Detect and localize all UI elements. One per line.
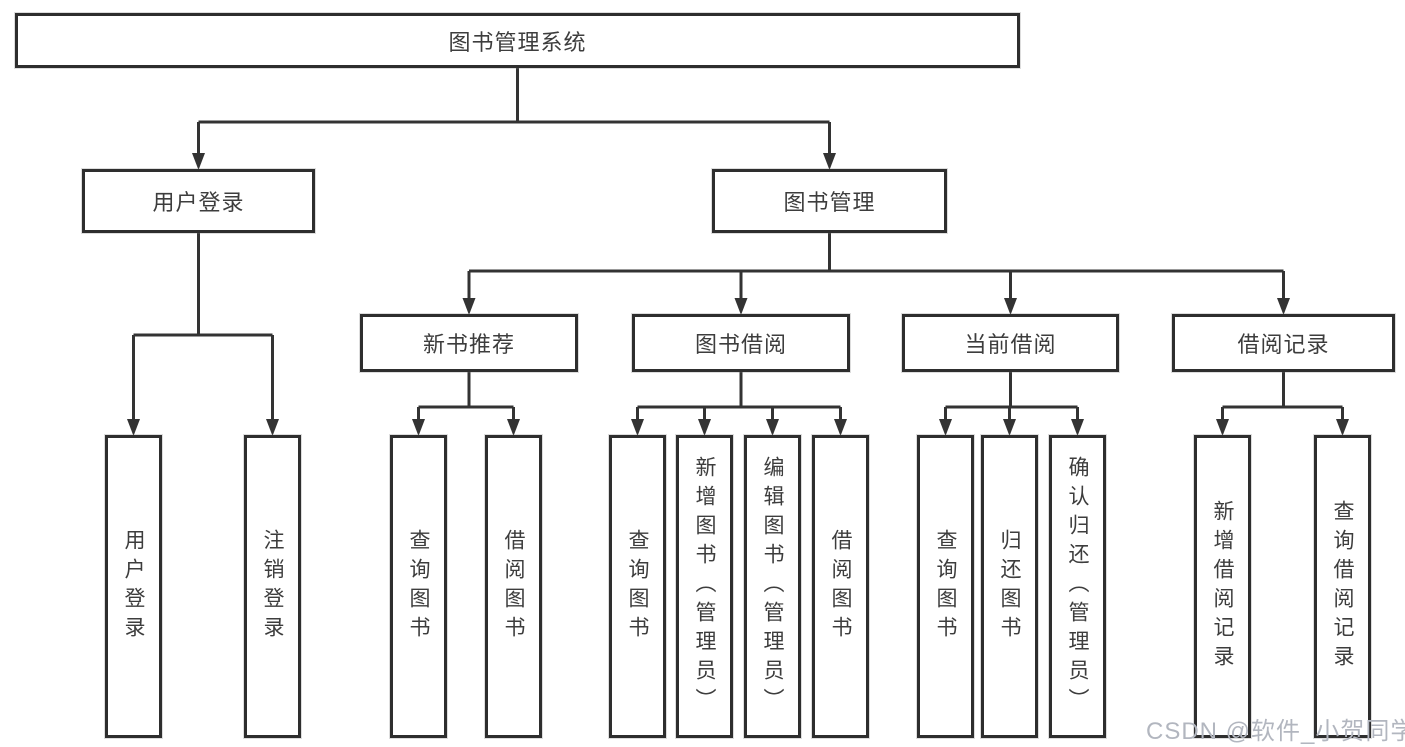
leaf-add-books-admin: 新增图书（管理员） bbox=[676, 435, 733, 738]
node-new-book-recommend-label: 新书推荐 bbox=[422, 332, 515, 357]
leaf-borrow-books: 借阅图书 bbox=[812, 435, 869, 738]
node-book-borrow-label: 图书借阅 bbox=[694, 332, 787, 357]
node-library-management-system: 图书管理系统 bbox=[15, 13, 1020, 68]
leaf-query-books-recommend: 查询图书 bbox=[390, 435, 447, 738]
leaf-edit-books-admin: 编辑图书（管理员） bbox=[744, 435, 801, 738]
leaf-add-borrow-record-label: 新增借阅记录 bbox=[1211, 499, 1234, 674]
node-current-borrow-label: 当前借阅 bbox=[964, 332, 1057, 357]
leaf-query-borrow-record: 查询借阅记录 bbox=[1314, 435, 1371, 738]
node-new-book-recommend: 新书推荐 bbox=[360, 314, 578, 372]
leaf-logout-label: 注销登录 bbox=[261, 528, 284, 645]
leaf-query-books-recommend-label: 查询图书 bbox=[407, 528, 430, 645]
csdn-watermark: CSDN @软件_小贺同学 bbox=[1146, 718, 1405, 745]
leaf-user-login: 用户登录 bbox=[105, 435, 162, 738]
leaf-add-books-admin-label: 新增图书（管理员） bbox=[693, 456, 716, 717]
arrowheads bbox=[127, 153, 1349, 436]
node-book-management: 图书管理 bbox=[712, 169, 947, 233]
node-user-login-label: 用户登录 bbox=[152, 190, 245, 215]
node-library-management-system-label: 图书管理系统 bbox=[448, 29, 587, 55]
node-current-borrow: 当前借阅 bbox=[902, 314, 1119, 372]
leaf-query-books-current-label: 查询图书 bbox=[934, 528, 957, 645]
leaf-return-books: 归还图书 bbox=[981, 435, 1038, 738]
leaf-add-borrow-record: 新增借阅记录 bbox=[1194, 435, 1251, 738]
leaf-borrow-books-label: 借阅图书 bbox=[829, 528, 852, 645]
leaf-query-books-borrow-label: 查询图书 bbox=[626, 528, 649, 645]
leaf-query-books-borrow: 查询图书 bbox=[609, 435, 666, 738]
leaf-confirm-return-admin: 确认归还（管理员） bbox=[1049, 435, 1106, 738]
node-borrow-records-label: 借阅记录 bbox=[1237, 332, 1330, 357]
node-user-login: 用户登录 bbox=[82, 169, 315, 233]
node-book-management-label: 图书管理 bbox=[783, 190, 876, 215]
leaf-borrow-books-recommend-label: 借阅图书 bbox=[502, 528, 525, 645]
leaf-confirm-return-admin-label: 确认归还（管理员） bbox=[1066, 456, 1089, 717]
node-borrow-records: 借阅记录 bbox=[1172, 314, 1395, 372]
node-book-borrow: 图书借阅 bbox=[632, 314, 850, 372]
leaf-logout: 注销登录 bbox=[244, 435, 301, 738]
leaf-return-books-label: 归还图书 bbox=[998, 528, 1021, 645]
leaf-user-login-label: 用户登录 bbox=[122, 528, 145, 645]
leaf-borrow-books-recommend: 借阅图书 bbox=[485, 435, 542, 738]
leaf-query-books-current: 查询图书 bbox=[917, 435, 974, 738]
leaf-query-borrow-record-label: 查询借阅记录 bbox=[1331, 499, 1354, 674]
leaf-edit-books-admin-label: 编辑图书（管理员） bbox=[761, 456, 784, 717]
